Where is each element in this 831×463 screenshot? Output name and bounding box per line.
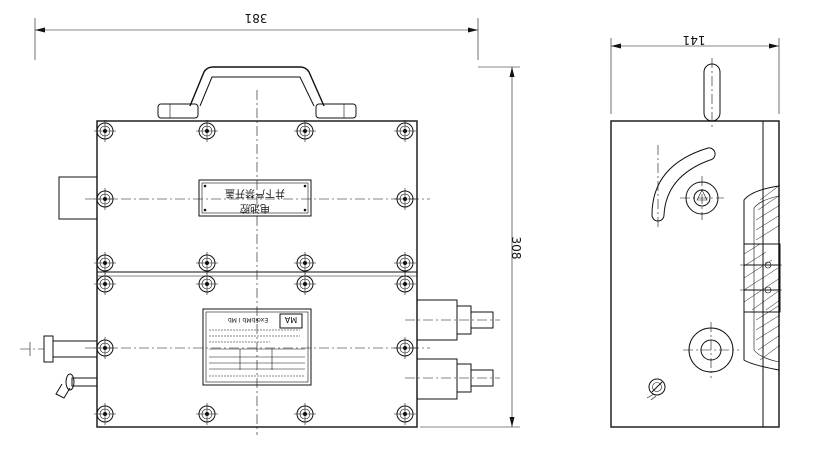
left-latch — [55, 373, 98, 399]
side-width-dimension-text: 141 — [683, 33, 706, 47]
ground-screw-icon — [646, 378, 666, 401]
width-dimension-text: 381 — [245, 11, 268, 25]
upper-boss — [680, 176, 724, 220]
left-side-box — [58, 176, 98, 220]
side-enclosure — [610, 120, 780, 428]
side-width-dimension: 141 — [610, 33, 780, 114]
height-dimension: 308 — [420, 66, 523, 428]
nameplate-line2: 井下严禁开盖 — [225, 187, 285, 200]
side-handle — [703, 58, 721, 128]
height-dimension-text: 308 — [509, 237, 523, 260]
side-view: 141 — [610, 33, 782, 428]
right-cable-gland-upper — [405, 299, 500, 341]
arc-slot — [651, 145, 716, 230]
ma-mark-icon — [279, 313, 303, 329]
left-cable-gland — [20, 335, 98, 363]
width-dimension: 381 — [34, 11, 479, 60]
front-view: 381 308 — [20, 11, 523, 435]
ma-mark-text: MA — [284, 315, 297, 324]
explosion-proof-nameplate: MA ExdibMb I Mb — [202, 308, 312, 386]
lower-boss — [683, 322, 739, 378]
battery-warning-nameplate: 电池腔 井下严禁开盖 — [198, 179, 312, 217]
ex-mark-text: ExdibMb I Mb — [228, 316, 268, 323]
carry-handle — [157, 66, 357, 119]
right-cable-gland-lower — [405, 358, 500, 400]
nameplate-line1: 电池腔 — [240, 202, 270, 215]
side-profile-section — [740, 184, 782, 371]
